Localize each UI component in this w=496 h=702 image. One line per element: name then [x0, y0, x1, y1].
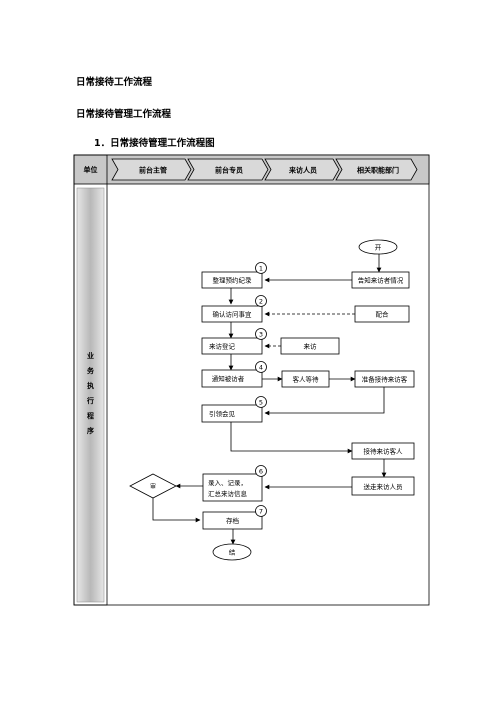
step-badge-3: 3 — [255, 328, 267, 340]
svg-text:3: 3 — [259, 331, 263, 339]
subsection-title: 1．日常接待管理工作流程图 — [94, 138, 215, 149]
svg-text:务: 务 — [87, 366, 95, 375]
node-see-off: 送走来访人员 — [351, 476, 415, 496]
svg-text:来访人员: 来访人员 — [288, 166, 317, 175]
svg-text:6: 6 — [259, 468, 263, 476]
svg-text:前台专员: 前台专员 — [215, 166, 243, 175]
svg-text:汇总来访信息: 汇总来访信息 — [208, 489, 248, 498]
lane-header-front-desk-specialist: 前台专员 — [187, 158, 269, 181]
node-visit-register: 来访登记 — [201, 337, 263, 355]
svg-text:存档: 存档 — [226, 516, 239, 525]
svg-text:来访: 来访 — [304, 342, 318, 351]
step-badge-5: 5 — [255, 396, 267, 408]
svg-text:客人等待: 客人等待 — [293, 375, 320, 384]
svg-text:配合: 配合 — [376, 310, 390, 319]
svg-text:序: 序 — [86, 426, 94, 435]
unit-label: 单位 — [84, 165, 98, 174]
svg-text:审: 审 — [150, 483, 156, 491]
decision-node: 审 — [129, 473, 177, 499]
side-column — [73, 154, 108, 606]
svg-text:引领会见: 引领会见 — [209, 409, 236, 418]
step-badge-6: 6 — [255, 465, 267, 477]
svg-text:行: 行 — [86, 396, 94, 405]
node-confirm-visit: 确认访问事宜 — [201, 305, 263, 323]
start-node: 开 — [358, 239, 398, 255]
svg-text:确认访问事宜: 确认访问事宜 — [213, 310, 253, 319]
svg-text:结: 结 — [229, 548, 236, 557]
step-badge-1: 1 — [255, 262, 267, 274]
svg-text:1: 1 — [259, 265, 263, 273]
node-guest-waits: 客人等待 — [281, 370, 330, 388]
svg-text:整理预约纪录: 整理预约纪录 — [213, 276, 253, 285]
node-notify-visit: 告知来访者情况 — [351, 271, 410, 289]
node-notify-visitee: 通知被访者 — [201, 369, 263, 388]
node-guide-meeting: 引领会见 — [201, 404, 263, 423]
node-archive: 存档 — [202, 511, 263, 530]
svg-text:4: 4 — [259, 364, 263, 372]
svg-text:前台主管: 前台主管 — [139, 166, 167, 175]
svg-text:通知被访者: 通知被访者 — [212, 374, 245, 383]
svg-text:业: 业 — [87, 351, 94, 360]
node-record-info: 录入、记录， 汇总来访信息 — [202, 473, 263, 502]
step-badge-4: 4 — [255, 361, 267, 373]
lane-header-front-desk-supervisor: 前台主管 — [111, 158, 192, 181]
side-label: 业 务 执 行 程 序 — [86, 351, 95, 435]
svg-text:准备接待来访客: 准备接待来访客 — [362, 375, 408, 384]
connectors — [152, 253, 387, 545]
svg-text:相关职能部门: 相关职能部门 — [357, 166, 399, 175]
svg-text:2: 2 — [259, 298, 263, 306]
svg-text:程: 程 — [87, 411, 94, 420]
document-title: 日常接待工作流程 — [76, 77, 153, 88]
node-visitor-arrives: 来访 — [280, 337, 340, 355]
svg-text:录入、记录，: 录入、记录， — [208, 479, 247, 487]
svg-text:7: 7 — [259, 508, 263, 516]
lane-header-related-department: 相关职能部门 — [335, 158, 418, 181]
svg-text:送走来访人员: 送走来访人员 — [364, 482, 404, 491]
section-title: 日常接待管理工作流程 — [76, 109, 172, 120]
svg-text:告知来访者情况: 告知来访者情况 — [358, 276, 404, 285]
step-badge-7: 7 — [255, 505, 267, 517]
svg-text:接待来访客人: 接待来访客人 — [364, 447, 404, 456]
end-node: 结 — [212, 543, 252, 561]
lane-header-visitor: 来访人员 — [264, 158, 340, 181]
svg-text:5: 5 — [259, 399, 263, 407]
svg-text:来访登记: 来访登记 — [209, 342, 236, 351]
node-organize-appointment: 整理预约纪录 — [201, 271, 263, 289]
svg-text:开: 开 — [375, 244, 382, 252]
node-receive-guest: 接待来访客人 — [351, 442, 415, 460]
node-cooperate: 配合 — [354, 305, 410, 323]
svg-text:执: 执 — [87, 381, 94, 390]
node-prepare-reception: 准备接待来访客 — [354, 370, 415, 388]
side-column-fill — [76, 187, 105, 603]
step-badge-2: 2 — [255, 295, 267, 307]
